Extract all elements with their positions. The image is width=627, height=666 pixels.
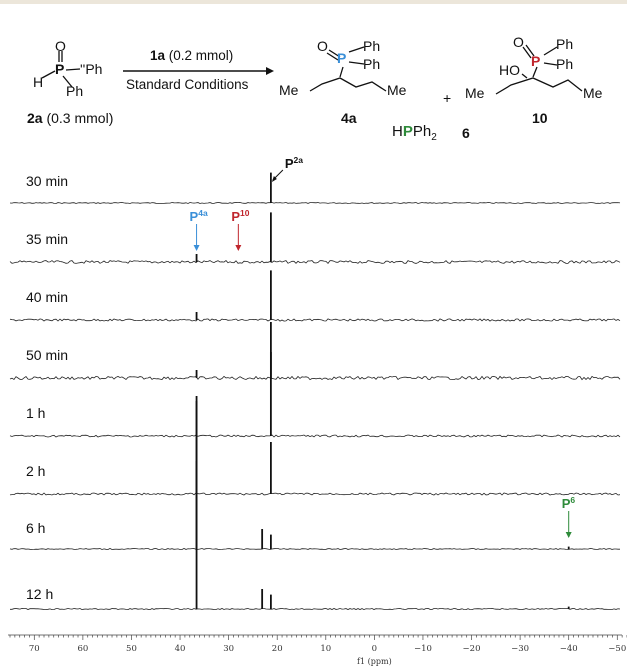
product-10-phenyl-1: Ph — [556, 36, 574, 52]
reactant-2a-caption: 2a (0.3 mmol) — [27, 110, 114, 126]
product-4a-caption: 4a — [341, 110, 357, 126]
trace-label-6: 6 h — [26, 520, 45, 536]
x-tick-label: 20 — [272, 644, 283, 654]
reactant-2a-phenyl-1: ''Ph — [80, 61, 103, 77]
spectrum-baseline-3 — [9, 375, 621, 381]
product-10-methyl-left: Me — [465, 85, 485, 101]
product-10-phenyl-2: Ph — [556, 56, 574, 72]
peak-annotation-3: P6 — [562, 495, 576, 538]
spectrum-baseline-2 — [9, 318, 621, 322]
reagent-1a-label: 1a (0.2 mmol) — [150, 48, 234, 63]
x-tick-label: 0 — [372, 644, 377, 654]
x-tick-label: −30 — [511, 644, 529, 654]
product-10-oxygen: O — [513, 34, 524, 50]
product-10-hydroxyl: HO — [499, 62, 520, 78]
product-4a-oxygen: O — [317, 38, 328, 54]
spectrum-baseline-6 — [9, 548, 620, 550]
x-tick-label: −40 — [560, 644, 578, 654]
reaction-scheme — [41, 44, 583, 95]
peak-annotation-2: P10 — [231, 208, 250, 251]
x-tick-label: 40 — [175, 644, 186, 654]
spectrum-baseline-4 — [9, 434, 621, 438]
x-tick-label: −20 — [463, 644, 481, 654]
top-border — [0, 0, 627, 4]
x-tick-label: 10 — [320, 644, 331, 654]
product-10-methyl-right: Me — [583, 85, 603, 101]
x-tick-label: −10 — [414, 644, 432, 654]
peak-annotation-0: P2a — [271, 155, 303, 182]
product-4a-phenyl-1: Ph — [363, 38, 381, 54]
product-10-structure — [495, 44, 583, 95]
reactant-2a-phosphorus: P — [55, 61, 65, 77]
trace-label-0: 30 min — [26, 173, 68, 189]
x-axis-label: f1 (ppm) — [357, 657, 392, 666]
spectrum-baseline-0 — [9, 202, 621, 204]
svg-text:P10: P10 — [231, 208, 249, 224]
plus-sign: + — [443, 90, 452, 106]
x-tick-label: −50 — [608, 644, 626, 654]
trace-label-3: 50 min — [26, 347, 68, 363]
spectrum-baseline-1 — [9, 260, 621, 265]
reactant-2a-oxygen: O — [55, 38, 66, 54]
product-4a-methyl-right: Me — [387, 82, 407, 98]
standard-conditions-label: Standard Conditions — [126, 77, 249, 92]
peak-annotation-1: P4a — [190, 208, 208, 251]
svg-text:P4a: P4a — [190, 208, 208, 224]
trace-label-1: 35 min — [26, 231, 68, 247]
trace-label-4: 1 h — [26, 405, 45, 421]
product-4a-phosphorus: P — [337, 50, 347, 66]
x-tick-label: 50 — [126, 644, 137, 654]
product-4a-structure — [309, 46, 387, 92]
svg-text:P6: P6 — [562, 495, 576, 511]
byproduct-6-formula: HPPh2 — [392, 123, 437, 143]
spectrum-baseline-7 — [10, 607, 621, 611]
trace-label-5: 2 h — [26, 463, 45, 479]
product-10-caption: 10 — [532, 110, 548, 126]
trace-label-2: 40 min — [26, 289, 68, 305]
product-4a-phenyl-2: Ph — [363, 56, 381, 72]
svg-text:P2a: P2a — [285, 155, 303, 171]
reaction-arrowhead — [266, 67, 274, 75]
reactant-2a-hydrogen: H — [33, 74, 44, 90]
byproduct-6-caption: 6 — [462, 125, 470, 141]
spectrum-baseline-5 — [9, 492, 621, 496]
x-tick-label: 60 — [77, 644, 88, 654]
x-tick-label: 70 — [29, 644, 40, 654]
product-10-phosphorus: P — [531, 53, 541, 69]
trace-label-7: 12 h — [26, 586, 53, 602]
reactant-2a-structure — [41, 51, 81, 88]
product-4a-methyl-left: Me — [279, 82, 299, 98]
x-tick-label: 30 — [223, 644, 234, 654]
reactant-2a-phenyl-2: Ph — [66, 83, 84, 99]
